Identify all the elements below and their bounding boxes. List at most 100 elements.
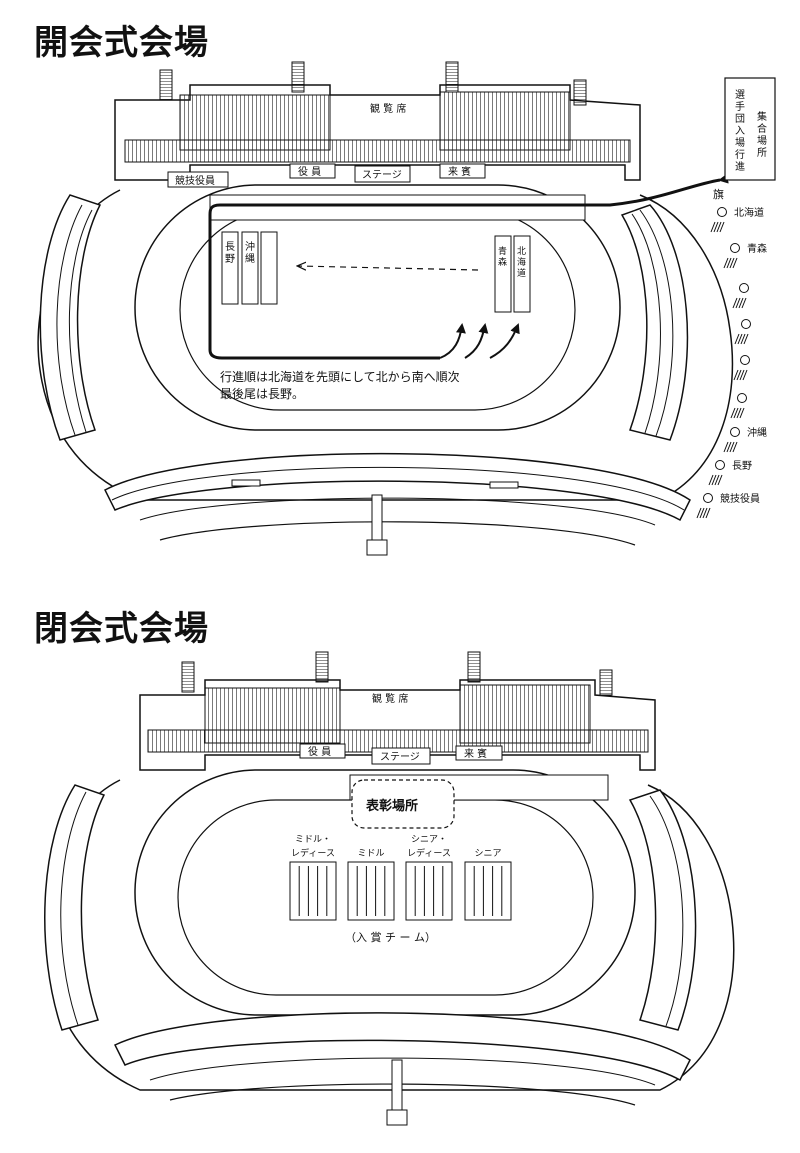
marcher-line: [737, 333, 743, 345]
officials-label-2: 役 員: [308, 745, 331, 758]
marcher-line: [726, 257, 732, 269]
marcher-line: [741, 297, 747, 309]
marcher-line: [730, 407, 736, 419]
winning-teams-group: ミドル・レディースミドルシニア・レディースシニア: [289, 835, 512, 921]
group-label: レディース: [407, 847, 451, 859]
flag-bearer-marker: [737, 393, 747, 403]
stand-label-2: 観 覧 席: [372, 692, 408, 705]
team-column-label: 沖縄: [245, 240, 255, 265]
marcher-line: [717, 474, 723, 486]
winners-label: （入 賞 チ ー ム）: [345, 931, 436, 944]
judges-label: 競技役員: [175, 174, 215, 187]
procession-label: 沖縄: [747, 426, 767, 439]
flag-bearer-marker: [717, 207, 727, 217]
stage-label-2: ステージ: [380, 752, 420, 763]
assembly-label-marching: 選手団入場行進: [735, 88, 745, 173]
right-stand: [620, 204, 689, 441]
group-label: ミドル: [357, 849, 384, 859]
march-arrow-2: [464, 323, 489, 359]
group-label: シニア: [474, 849, 501, 859]
procession-label: 青森: [747, 242, 767, 255]
team-column-label: 長野: [225, 241, 235, 265]
marcher-line: [723, 257, 729, 269]
marcher-line: [732, 297, 738, 309]
opening-venue: 観 覧 席 役 員 ステージ 来 賓 競技役員 行進順は北海道を先頭にして北から…: [37, 61, 776, 556]
marcher-line: [733, 407, 739, 419]
closing-ceremony-title: 閉会式会場: [34, 609, 209, 649]
assembly-label: 選手団入場行進 集合場所: [735, 88, 767, 173]
marcher-line: [726, 441, 732, 453]
track-outer: [134, 184, 621, 431]
marcher-line: [702, 507, 708, 519]
team-block: [405, 861, 453, 921]
flag-bearer-marker: [730, 243, 740, 253]
march-route: [208, 173, 729, 360]
team-column-label: 青森: [498, 245, 507, 268]
officials-box: [289, 163, 336, 179]
note-line-1: 行進順は北海道を先頭にして北から南へ順次: [220, 369, 460, 384]
stage-label: ステージ: [362, 170, 402, 181]
assembly-area-box: [724, 77, 776, 181]
team-column: [221, 231, 239, 305]
marcher-line: [710, 221, 716, 233]
marcher-line: [723, 441, 729, 453]
march-arrow-3: [489, 323, 520, 359]
procession-label: 長野: [732, 460, 752, 472]
group-label-top: シニア・: [411, 835, 447, 845]
marcher-line: [739, 369, 745, 381]
marcher-line: [733, 369, 739, 381]
stage-box-2: [371, 747, 431, 765]
marcher-line: [734, 333, 740, 345]
marcher-line: [714, 474, 720, 486]
marcher-line: [696, 507, 702, 519]
flag-bearer-marker: [715, 460, 725, 470]
flag-label: 旗: [713, 187, 724, 201]
assembly-label-place: 集合場所: [757, 110, 767, 159]
opening-ceremony-title: 開会式会場: [34, 23, 209, 63]
guests-box-2: [455, 745, 503, 761]
flag-bearer-marker: [739, 283, 749, 293]
marcher-line: [716, 221, 722, 233]
guests-label: 来 賓: [448, 165, 471, 178]
left-stand-2: [44, 784, 106, 1031]
team-column: [513, 235, 531, 313]
team-block: [464, 861, 512, 921]
marcher-line: [729, 257, 735, 269]
marcher-line: [729, 441, 735, 453]
award-area-box: [351, 779, 455, 829]
group-label: レディース: [291, 847, 335, 859]
marcher-line: [738, 297, 744, 309]
team-column: [241, 231, 259, 305]
guests-box: [439, 163, 486, 179]
team-column: [260, 231, 278, 305]
marcher-line: [713, 221, 719, 233]
judges-box: [167, 171, 229, 188]
flag-bearer-marker: [703, 493, 713, 503]
teams-right-group: 青森 北海道: [494, 235, 531, 313]
stand-label: 観 覧 席: [370, 102, 406, 115]
marcher-line: [736, 407, 742, 419]
flag-bearer-marker: [730, 427, 740, 437]
flag-bearer-marker: [740, 355, 750, 365]
lower-stand: [104, 452, 691, 522]
team-column-label: 北海道: [517, 246, 526, 279]
marcher-line: [736, 369, 742, 381]
closing-venue: 観 覧 席 役 員 ステージ 来 賓 表彰場所 ミドル・レディースミドルシニア・…: [44, 651, 735, 1126]
officials-label: 役 員: [298, 165, 321, 178]
stage-box: [354, 165, 411, 183]
marcher-line: [699, 507, 705, 519]
left-stand: [39, 194, 102, 441]
stand-seats-lower: [124, 139, 631, 163]
lower-stand-2: [113, 1012, 691, 1082]
marcher-line: [742, 369, 748, 381]
approach-lane: [209, 194, 586, 221]
marcher-line: [735, 297, 741, 309]
direction-dashed-arrow: [298, 266, 479, 270]
officials-box-2: [299, 743, 346, 759]
march-arrow-1: [439, 323, 466, 359]
marcher-line: [708, 474, 714, 486]
team-block: [347, 861, 395, 921]
